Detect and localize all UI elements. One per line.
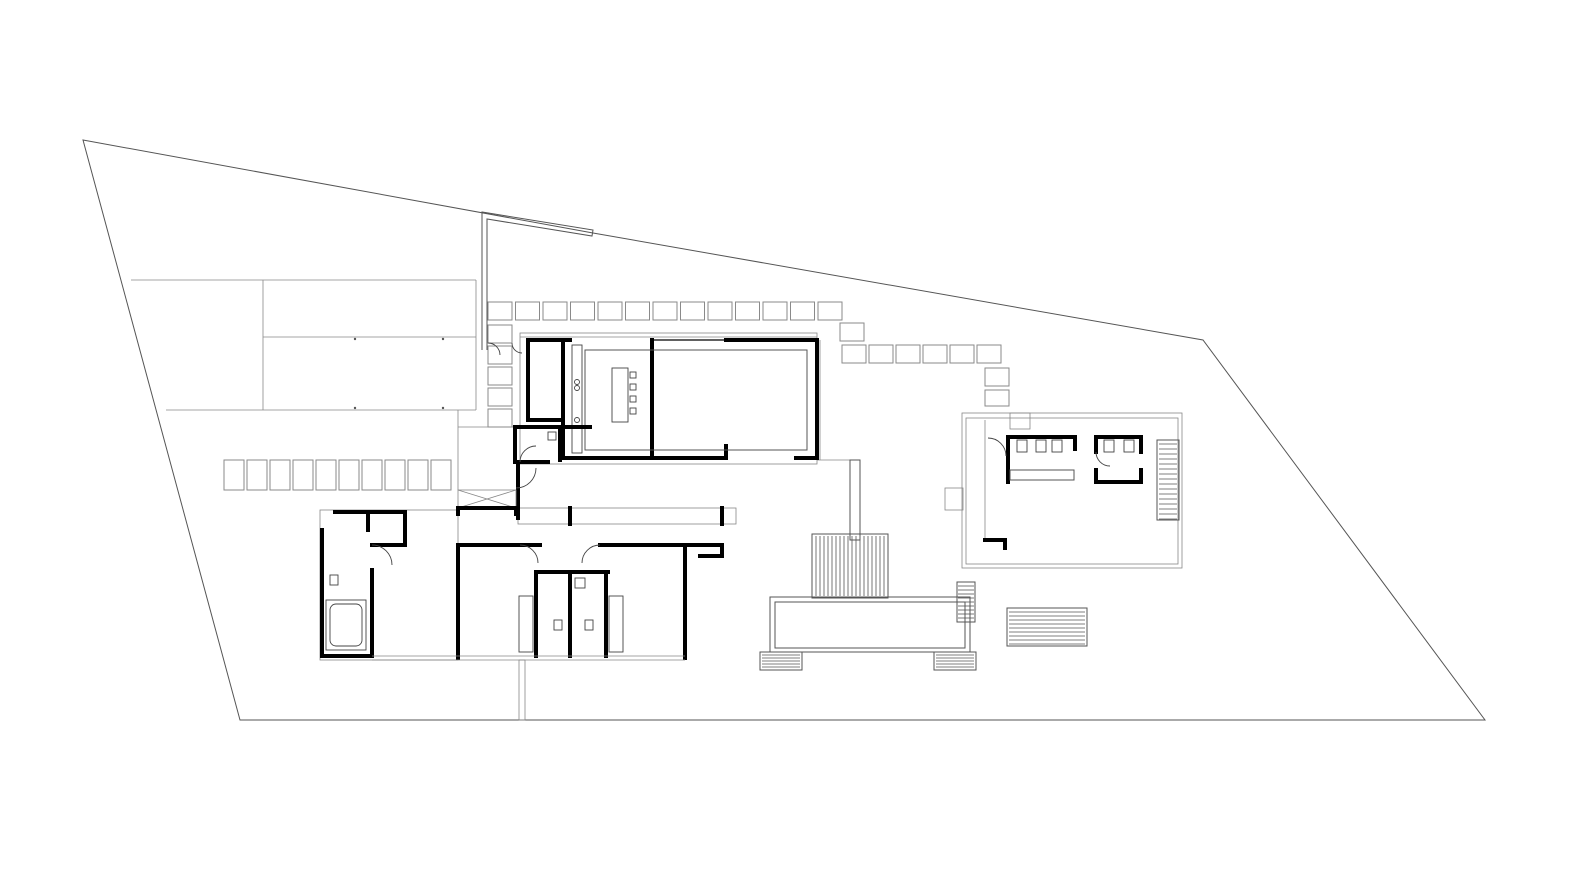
pool <box>584 349 808 451</box>
paver <box>487 324 513 344</box>
paver <box>839 322 865 342</box>
paver <box>269 459 291 491</box>
paver <box>841 344 867 364</box>
garden-parcels <box>131 279 520 490</box>
site-boundary <box>82 139 1486 721</box>
paver <box>949 344 975 364</box>
paver <box>922 344 948 364</box>
paver <box>487 301 513 321</box>
paver <box>542 301 568 321</box>
wood-deck <box>759 459 977 671</box>
paver <box>790 301 815 321</box>
paver <box>361 459 383 491</box>
entry-wall <box>481 211 594 350</box>
paver <box>680 301 705 321</box>
corridor <box>457 463 737 526</box>
paver <box>707 301 733 321</box>
paver <box>338 459 360 491</box>
paver <box>817 301 843 321</box>
main-house <box>487 332 861 540</box>
paver <box>868 344 894 364</box>
paver <box>246 459 268 491</box>
paver <box>625 301 650 321</box>
garden-bench <box>1006 607 1088 647</box>
paver <box>984 389 1010 407</box>
paver <box>487 408 513 428</box>
paver <box>984 367 1010 387</box>
paver <box>515 301 540 321</box>
bedroom-wing <box>319 506 724 721</box>
dining-table <box>611 367 629 423</box>
paver <box>487 387 513 407</box>
paver <box>223 459 245 491</box>
paver <box>735 301 760 321</box>
paver <box>292 459 314 491</box>
paver <box>487 366 513 386</box>
paver <box>597 301 623 321</box>
paver <box>895 344 921 364</box>
paver <box>570 301 595 321</box>
guest-pavilion <box>944 412 1183 569</box>
paver <box>762 301 788 321</box>
paver <box>976 344 1002 364</box>
paver <box>407 459 429 491</box>
paver <box>652 301 678 321</box>
stepping-stones <box>223 301 1010 491</box>
paver <box>315 459 337 491</box>
paver <box>430 459 452 491</box>
paver <box>384 459 406 491</box>
staircase <box>1156 439 1180 521</box>
